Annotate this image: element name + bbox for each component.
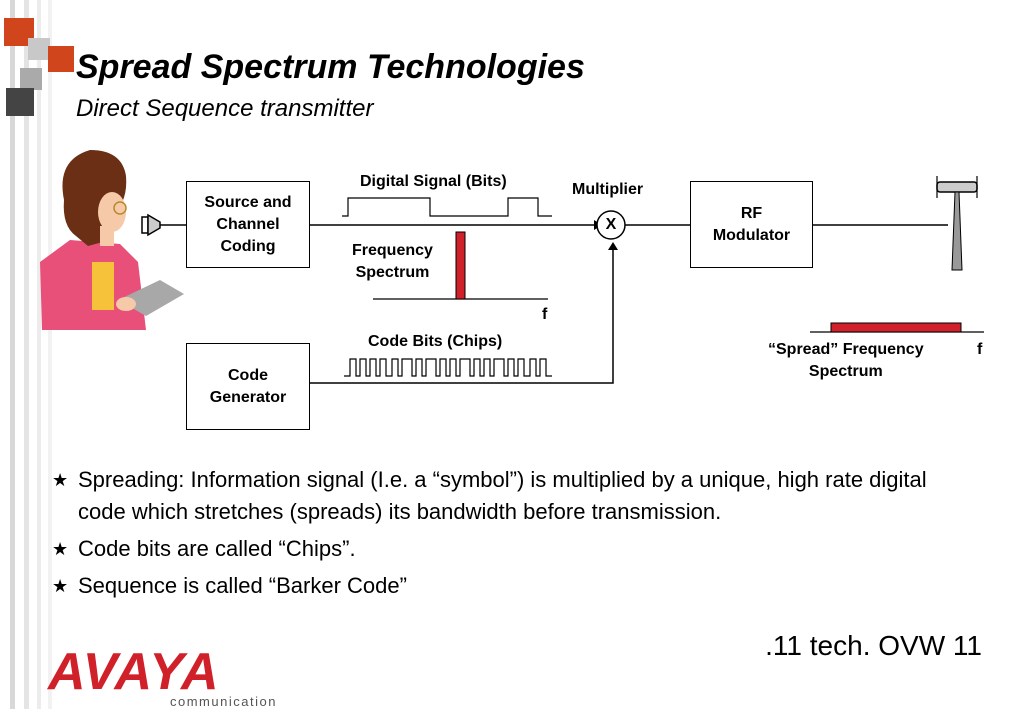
bullet-list: ★ Spreading: Information signal (I.e. a …	[52, 464, 952, 607]
code-chips-waveform	[344, 358, 552, 377]
spread-spectrum-label: “Spread” Frequency Spectrum	[768, 341, 924, 380]
woman-illustration	[40, 150, 184, 330]
spread-axis-label: f	[977, 341, 983, 358]
code-bits-label: Code Bits (Chips)	[368, 333, 503, 350]
source-box-label: Source and Channel Coding	[204, 193, 292, 255]
list-item: ★ Spreading: Information signal (I.e. a …	[52, 464, 952, 528]
dsss-diagram	[40, 150, 984, 384]
multiplier-symbol: X	[605, 216, 617, 233]
spread-spectrum-bar	[830, 322, 962, 333]
star-bullet-icon: ★	[52, 539, 69, 559]
list-item: ★ Code bits are called “Chips”.	[52, 533, 952, 565]
frequency-axis-label: f	[542, 306, 548, 323]
digital-signal-label: Digital Signal (Bits)	[360, 173, 507, 190]
antenna-icon	[936, 176, 978, 271]
microphone-icon	[141, 213, 161, 237]
page-subtitle: Direct Sequence transmitter	[76, 95, 374, 122]
bullet-text: Sequence is called “Barker Code”	[78, 573, 407, 598]
source-channel-coding-box: Source and Channel Coding	[186, 181, 310, 268]
list-item: ★ Sequence is called “Barker Code”	[52, 570, 952, 602]
page-title: Spread Spectrum Technologies	[76, 48, 585, 86]
rf-box-label: RF Modulator	[712, 204, 791, 244]
logo-word: AVAYA	[48, 643, 220, 701]
decorative-sidebar	[4, 0, 74, 709]
code-generator-box: Code Generator	[186, 343, 310, 430]
bullet-text: Code bits are called “Chips”.	[78, 536, 356, 561]
logo-subtitle: communication	[170, 694, 277, 709]
rf-modulator-box: RF Modulator	[690, 181, 813, 268]
star-bullet-icon: ★	[52, 576, 69, 596]
frequency-spectrum-label: Frequency Spectrum	[352, 242, 433, 281]
slide-footer: .11 tech. OVW 11	[765, 630, 982, 661]
bullet-text: Spreading: Information signal (I.e. a “s…	[78, 467, 927, 524]
narrow-spectrum-bar	[455, 231, 466, 300]
multiplier-label: Multiplier	[572, 181, 644, 198]
avaya-logo: AVAYA communication	[48, 646, 277, 709]
code-box-label: Code Generator	[209, 366, 287, 406]
star-bullet-icon: ★	[52, 470, 69, 490]
digital-signal-waveform	[342, 197, 552, 217]
